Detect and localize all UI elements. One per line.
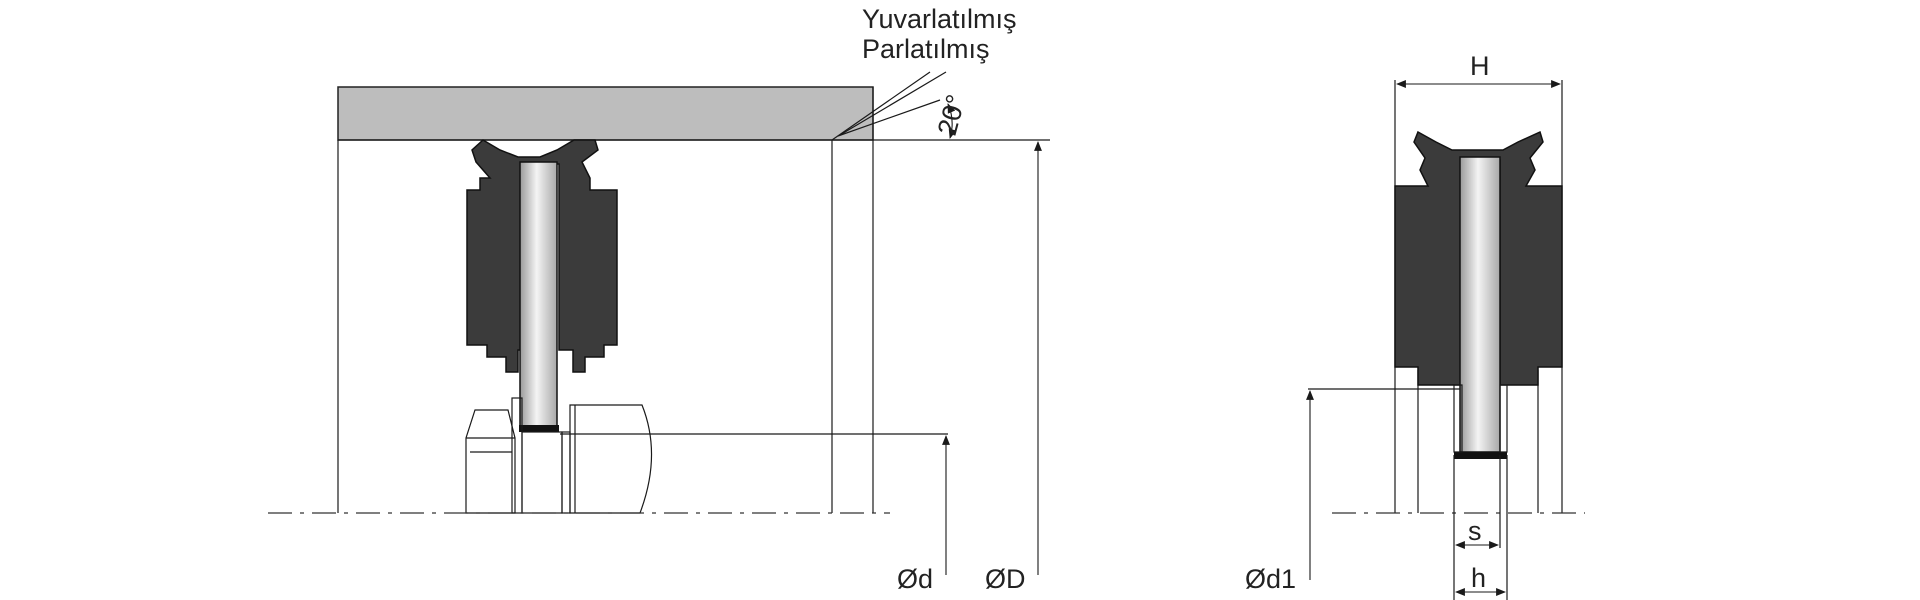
housing-wall (337, 86, 874, 141)
dim-label-insert-thickness: s (1468, 516, 1482, 546)
dim-label-width: H (1470, 51, 1490, 81)
piston-rod (569, 404, 653, 514)
spacer (521, 431, 563, 514)
installation-view (268, 71, 1050, 575)
surface-label-rounded: Yuvarlatılmış (862, 4, 1017, 34)
surface-label-polished: Parlatılmış (862, 34, 990, 64)
sleeve (561, 431, 571, 514)
dim-label-rod-diameter: Ød (897, 564, 933, 594)
seal-detail-profile (1394, 130, 1563, 386)
detail-metal-insert (1459, 156, 1501, 453)
detail-insert-base (1454, 452, 1507, 459)
insert-base (519, 425, 559, 432)
dim-label-bore-diameter: ØD (985, 564, 1026, 594)
metal-insert (519, 161, 558, 431)
angle-label: 20° (932, 91, 972, 138)
seal-profile (466, 139, 618, 373)
dim-label-seat-diameter: Ød1 (1245, 564, 1296, 594)
hex-nut (465, 409, 516, 514)
seal-detail-view (1306, 80, 1585, 600)
dim-label-insert-height: h (1471, 563, 1486, 593)
